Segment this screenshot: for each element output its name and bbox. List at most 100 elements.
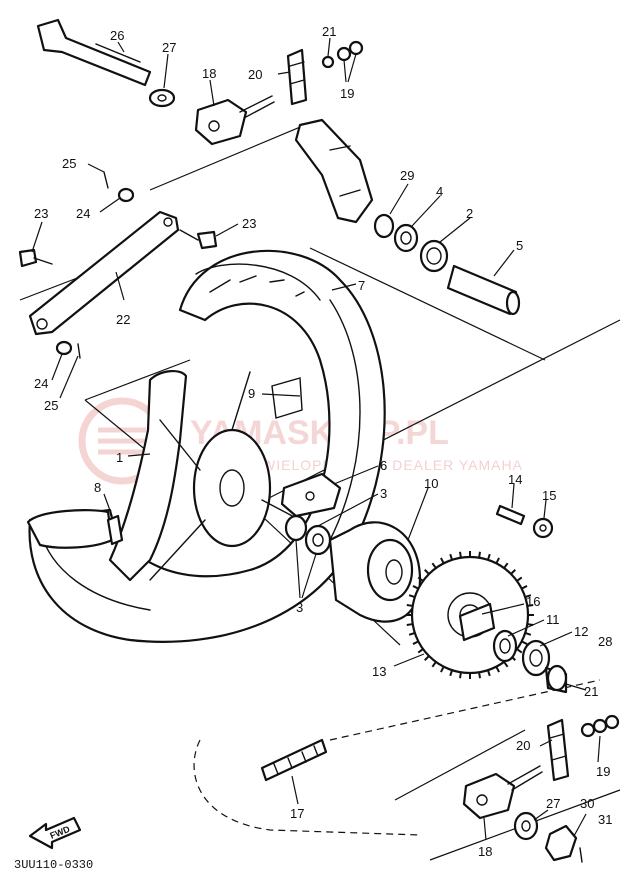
callout-28: 28	[598, 634, 612, 649]
oil-seal-4	[393, 223, 419, 253]
sprocket-tooth	[524, 631, 532, 636]
nut-15	[532, 517, 554, 539]
nut-bottom	[580, 714, 620, 738]
callout-22: 22	[116, 312, 130, 327]
bolt-23-left	[18, 248, 53, 268]
callout-12: 12	[574, 624, 588, 639]
drive-chain	[260, 738, 328, 782]
callout-20-top: 20	[248, 67, 262, 82]
axle-nut	[544, 824, 583, 863]
sprocket-tooth	[527, 604, 534, 607]
bolt-23-right	[179, 229, 218, 250]
fwd-arrow-icon: FWD	[28, 816, 82, 850]
callout-18-bottom: 18	[478, 844, 492, 859]
callout-20-bottom: 20	[516, 738, 530, 753]
torque-rod	[28, 210, 180, 336]
damper-6	[280, 472, 342, 518]
sprocket-tooth	[412, 585, 419, 590]
callout-1: 1	[116, 450, 123, 465]
sprocket-tooth	[449, 553, 454, 561]
callout-23-right: 23	[242, 216, 256, 231]
callout-23-left: 23	[34, 206, 48, 221]
sprocket-tooth	[424, 655, 430, 661]
sprocket-tooth	[449, 669, 454, 677]
sprocket-tooth	[478, 672, 481, 679]
sprocket-tooth	[486, 553, 491, 561]
bearing-12	[521, 639, 551, 677]
sprocket-tooth	[503, 562, 509, 569]
valve	[106, 514, 124, 546]
sprocket-tooth	[408, 631, 416, 636]
axle-washer	[148, 88, 176, 108]
cotter-pin-top	[103, 171, 109, 189]
spacer-29	[373, 213, 395, 239]
callout-29: 29	[400, 168, 414, 183]
cast-wheel	[108, 370, 301, 582]
callout-6: 6	[380, 458, 387, 473]
callout-21-bottom: 21	[584, 684, 598, 699]
adjuster-bracket-bottom	[546, 718, 570, 782]
sprocket-tooth	[503, 661, 509, 668]
sprocket-tooth	[510, 569, 516, 575]
sprocket-tooth	[521, 585, 528, 590]
clutch-hub	[328, 521, 422, 623]
sprocket-tooth	[521, 640, 528, 645]
sprocket-tooth	[495, 666, 500, 673]
callout-15: 15	[542, 488, 556, 503]
chain-puller-bottom	[462, 765, 543, 820]
rear-axle	[36, 18, 152, 87]
oil-seal-11	[492, 629, 518, 663]
callout-17: 17	[290, 806, 304, 821]
callout-2: 2	[466, 206, 473, 221]
callout-3-bottom: 3	[296, 600, 303, 615]
sprocket-tooth	[408, 594, 416, 599]
callout-4: 4	[436, 184, 443, 199]
callout-24-bottom: 24	[34, 376, 48, 391]
sprocket-tooth	[495, 557, 500, 564]
callout-19-bottom: 19	[596, 764, 610, 779]
callout-30: 30	[580, 796, 594, 811]
callout-25-bottom: 25	[44, 398, 58, 413]
callout-3-right: 3	[380, 486, 387, 501]
sprocket-tooth	[459, 551, 462, 558]
callout-14: 14	[508, 472, 522, 487]
callout-27-bottom: 27	[546, 796, 560, 811]
sprocket-tooth	[440, 666, 445, 673]
sprocket-tooth	[406, 623, 413, 626]
nut-top	[321, 40, 364, 69]
collar-5	[446, 264, 521, 316]
sprocket-tooth	[440, 557, 445, 564]
callout-labels: 26 27 21 20 18 19 25 24 23 23 22 24 25 2…	[34, 24, 612, 859]
sprocket-tooth	[417, 576, 424, 582]
adjuster-bracket-top	[286, 48, 308, 106]
callout-25-top: 25	[62, 156, 76, 171]
chain-puller-top	[194, 95, 275, 146]
callout-leaders	[31, 37, 601, 841]
watermark-subtitle: WIELOPRODUKT DEALER YAMAHA	[262, 457, 523, 473]
callout-18-top: 18	[202, 66, 216, 81]
callout-16: 16	[526, 594, 540, 609]
caliper-bracket	[294, 118, 374, 224]
callout-5: 5	[516, 238, 523, 253]
callout-24-top: 24	[76, 206, 90, 221]
sprocket-tooth	[516, 648, 523, 654]
sprocket-tooth	[412, 640, 419, 645]
cotter-pin-bottom	[77, 343, 81, 359]
axle-washer-bottom	[513, 811, 539, 841]
sprocket-tooth	[516, 576, 523, 582]
callout-9: 9	[248, 386, 255, 401]
callout-10: 10	[424, 476, 438, 491]
sprocket-tooth	[431, 562, 437, 569]
diagram-code: 3UU110-0330	[14, 858, 93, 872]
nut-24-top	[117, 187, 135, 203]
callout-27-top: 27	[162, 40, 176, 55]
bearing-2	[419, 239, 449, 273]
sprocket-tooth	[424, 569, 430, 575]
sprocket-tooth	[417, 648, 424, 654]
sprocket-tooth	[524, 594, 532, 599]
sprocket-tooth	[478, 551, 481, 558]
callout-26: 26	[110, 28, 124, 43]
callout-7: 7	[358, 278, 365, 293]
callout-21-top: 21	[322, 24, 336, 39]
